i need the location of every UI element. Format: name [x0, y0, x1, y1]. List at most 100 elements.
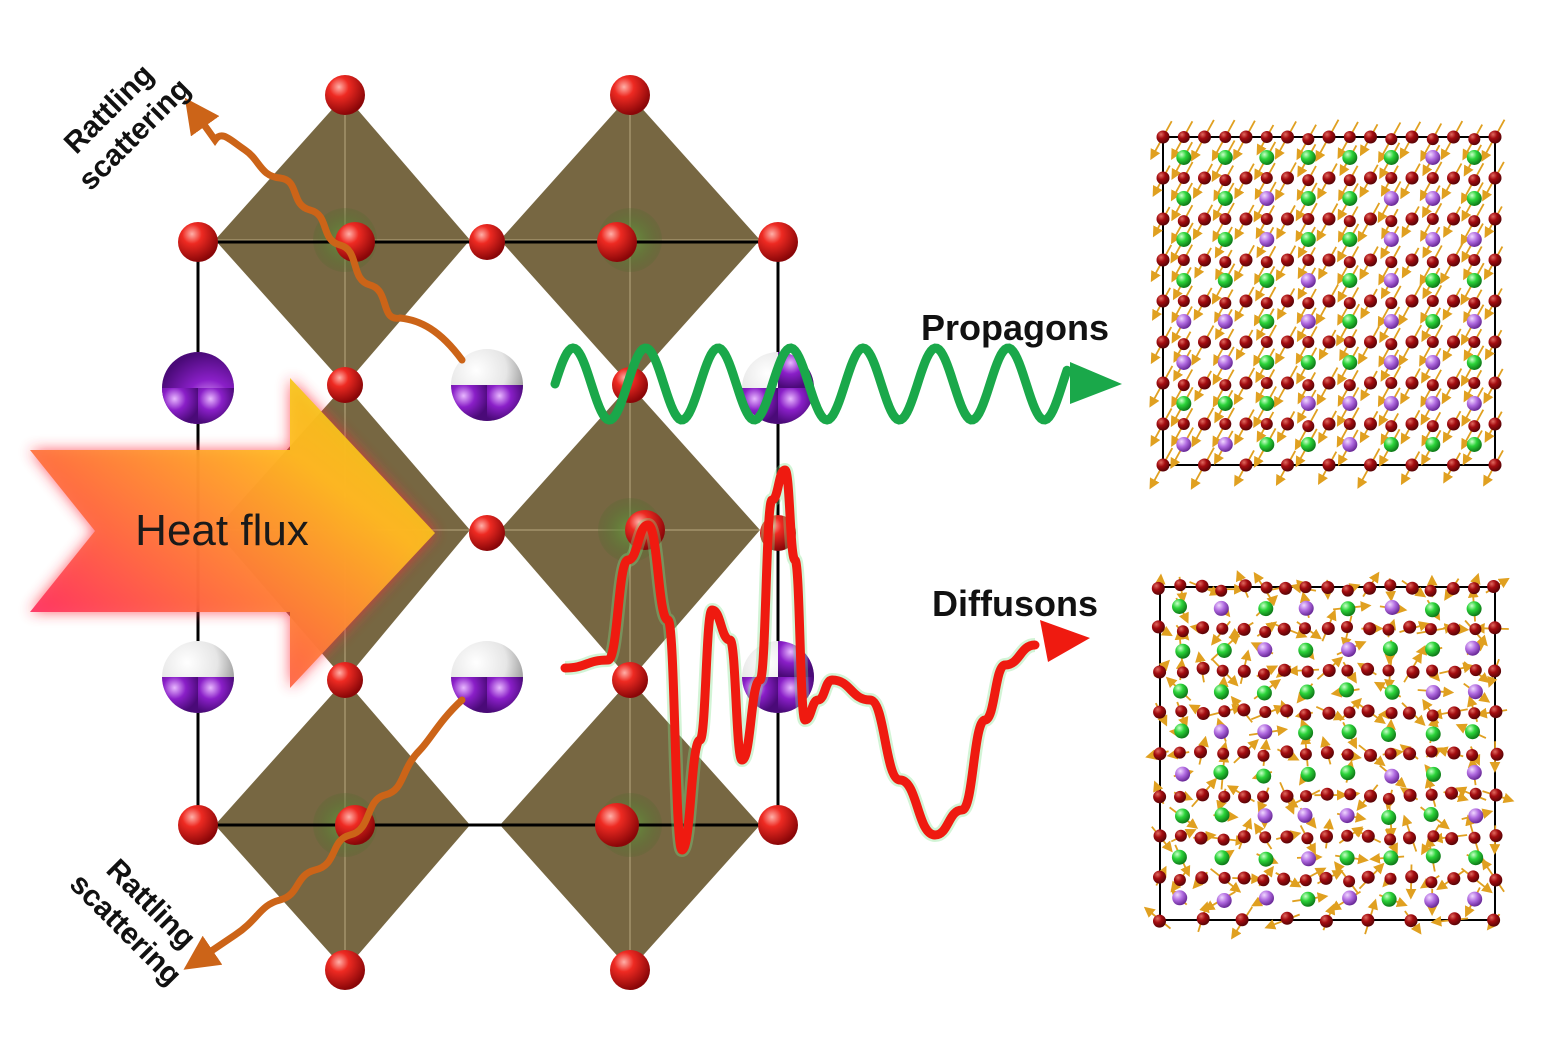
- supercell-atom: [1469, 623, 1482, 636]
- supercell-atom: [1219, 338, 1232, 351]
- supercell-atom: [1322, 706, 1336, 720]
- oxygen-atom: [327, 662, 363, 698]
- supercell-atom: [1489, 829, 1503, 843]
- supercell-atom: [1216, 643, 1232, 658]
- supercell-atom: [1446, 582, 1460, 595]
- supercell-atom: [1466, 437, 1482, 452]
- supercell-atom: [1466, 191, 1482, 206]
- supercell-atom: [1405, 376, 1419, 390]
- supercell-atom: [1260, 213, 1273, 225]
- supercell-atom: [1322, 664, 1336, 677]
- supercell-atom: [1259, 437, 1275, 452]
- supercell-atom: [1260, 256, 1273, 269]
- supercell-atom: [1344, 788, 1357, 801]
- supercell-atom: [1382, 792, 1395, 805]
- supercell-atom: [1383, 314, 1399, 329]
- supercell-atom: [1300, 273, 1316, 288]
- supercell-atom: [1260, 418, 1273, 430]
- supercell-atom: [1468, 377, 1481, 389]
- supercell-atom: [1156, 376, 1170, 390]
- supercell-atom: [1259, 273, 1275, 288]
- supercell-atom: [1259, 396, 1275, 411]
- supercell-atom: [1217, 396, 1233, 411]
- supercell-atom: [1239, 417, 1253, 431]
- supercell-atom: [1466, 749, 1479, 761]
- supercell-atom: [1174, 790, 1186, 803]
- supercell-atom: [1153, 914, 1166, 928]
- supercell-atom: [1341, 829, 1354, 842]
- supercell-atom: [1156, 171, 1170, 185]
- supercell-atom: [1281, 130, 1294, 144]
- supercell-atom: [1361, 829, 1375, 843]
- supercell-atom: [1383, 273, 1399, 288]
- supercell-atom: [1260, 581, 1273, 594]
- supercell-atom: [1259, 191, 1275, 206]
- supercell-atom: [1403, 788, 1417, 802]
- supercell-atom: [1468, 336, 1481, 348]
- supercell-atom: [1405, 130, 1419, 144]
- supercell-atom: [1174, 723, 1190, 739]
- supercell-atom: [1257, 642, 1273, 658]
- supercell-atom: [1385, 338, 1398, 351]
- supercell-atom: [1156, 294, 1170, 308]
- supercell-atom: [1196, 912, 1210, 926]
- supercell-atom: [1237, 703, 1251, 717]
- supercell-atom: [1302, 174, 1315, 187]
- supercell-atom: [1216, 622, 1229, 635]
- supercell-atom: [1298, 642, 1314, 658]
- supercell-atom: [1281, 458, 1294, 472]
- supercell-atom: [1153, 829, 1167, 843]
- supercell-atom: [1258, 601, 1274, 617]
- supercell-atom: [1364, 748, 1377, 762]
- supercell-atom: [1487, 580, 1501, 593]
- supercell-atom: [1425, 355, 1441, 370]
- supercell-atom: [1322, 171, 1336, 185]
- supercell-atom: [1405, 870, 1419, 884]
- supercell-atom: [1468, 850, 1484, 866]
- oxygen-atom: [597, 222, 637, 262]
- supercell-atom: [1322, 253, 1336, 267]
- supercell-atom: [1217, 150, 1233, 165]
- supercell-atom: [1301, 851, 1316, 867]
- supercell-atom: [1153, 705, 1167, 719]
- supercell-atom: [1280, 745, 1294, 759]
- supercell-atom: [1319, 871, 1333, 885]
- supercell-atom: [1260, 131, 1273, 143]
- propagons-label: Propagons: [921, 307, 1109, 348]
- supercell-atom: [1342, 355, 1358, 370]
- supercell-atom: [1198, 458, 1211, 472]
- supercell-atom: [1447, 130, 1460, 144]
- supercell-atom: [1381, 727, 1396, 742]
- supercell-atom: [1219, 379, 1232, 392]
- supercell-atom: [1342, 890, 1358, 906]
- propagon-wave: [550, 343, 1122, 425]
- supercell-atom: [1343, 379, 1356, 392]
- supercell-atom: [1300, 191, 1316, 206]
- supercell-atom: [1175, 643, 1191, 659]
- supercell-atom: [1176, 437, 1192, 452]
- supercell-atom: [1177, 131, 1190, 143]
- supercell-atom: [1217, 314, 1233, 329]
- supercell-atom: [1424, 623, 1437, 636]
- supercell-atom: [1425, 745, 1438, 758]
- supercell-atom: [1156, 458, 1170, 472]
- supercell-atom: [1322, 335, 1336, 349]
- supercell-atom: [1424, 584, 1437, 597]
- supercell-atom: [1342, 314, 1358, 329]
- supercell-atom: [1405, 294, 1419, 308]
- supercell-atom: [1217, 273, 1233, 288]
- supercell-atom: [1151, 620, 1165, 634]
- supercell-atom: [1426, 172, 1439, 184]
- supercell-atom: [1198, 417, 1211, 431]
- supercell-atom: [1426, 379, 1439, 392]
- supercell-atom: [1196, 661, 1210, 675]
- supercell-atom: [1343, 336, 1356, 348]
- a-site-cation: [162, 352, 234, 424]
- supercell-atom: [1321, 622, 1335, 635]
- supercell-atom: [1382, 641, 1398, 657]
- supercell-atom: [1342, 232, 1358, 247]
- supercell-atom: [1299, 748, 1312, 761]
- diffusons-label: Diffusons: [932, 583, 1098, 624]
- supercell-atom: [1257, 724, 1273, 740]
